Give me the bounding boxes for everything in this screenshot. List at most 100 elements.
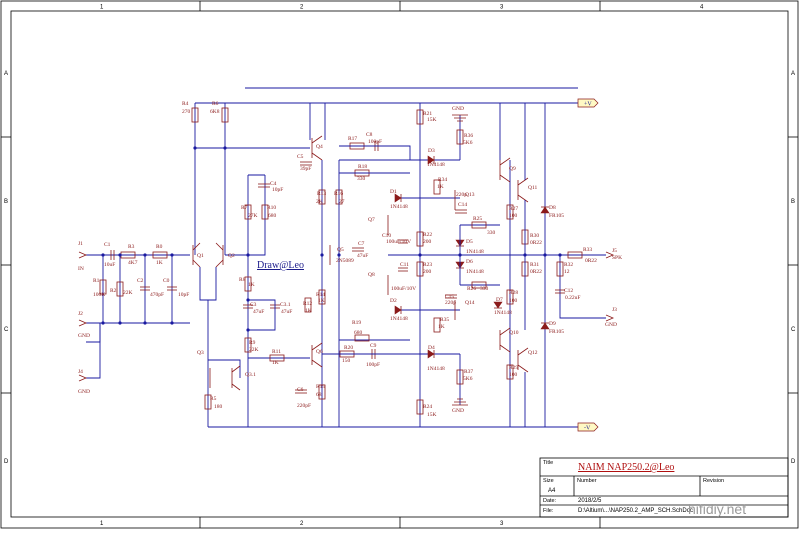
j5-label: SPK <box>612 255 622 261</box>
d4-value: 1N4148 <box>427 366 445 372</box>
r24-value: 15K <box>427 412 437 418</box>
c1-ref: C1 <box>104 242 111 248</box>
r37-ref: R37 <box>464 369 473 375</box>
r1-ref: R1 <box>93 278 100 284</box>
r14-ref: R14 <box>316 292 325 298</box>
r4-body <box>191 107 199 123</box>
title-block: Title NAIM NAP250.2@Leo Size A4 Number R… <box>539 457 789 518</box>
r8-body <box>244 276 252 292</box>
d9-ref: D9 <box>549 321 556 327</box>
current-source <box>204 354 310 410</box>
q12-ref: Q12 <box>528 350 538 356</box>
r12-value: 1K <box>305 308 312 314</box>
driver-bias <box>387 103 545 427</box>
r7-ref: R7 <box>241 205 248 211</box>
c11-ref: C11 <box>400 262 409 268</box>
c15-ref: C15 <box>445 294 454 300</box>
port-labels: J1 IN J2 GND J4 GND J3 GND J5 SPK GND GN… <box>78 106 622 414</box>
r36-body <box>456 129 464 145</box>
d5-value: 1N4148 <box>466 249 484 255</box>
r28-ref: R28 <box>509 290 518 296</box>
r23-body <box>416 261 424 277</box>
r1-body <box>99 279 107 295</box>
r36-value: 5K6 <box>463 140 473 146</box>
c31-ref: C3.1 <box>280 302 291 308</box>
r32-value: 12 <box>564 269 570 275</box>
grid-col-2-bottom: 2 <box>300 521 304 527</box>
feedback-network <box>243 174 280 427</box>
q13-ref: Q13 <box>465 192 475 198</box>
r23-value: 200 <box>423 269 432 275</box>
j3-ref: J3 <box>612 307 617 313</box>
r31-ref: R31 <box>530 262 539 268</box>
r8-ref: R8 <box>239 277 246 283</box>
r35-ref: R35 <box>440 317 449 323</box>
d3-value: 1N4148 <box>427 162 445 168</box>
r7-body <box>244 204 252 220</box>
r26-value: 330 <box>480 286 489 292</box>
r0-body <box>152 251 168 259</box>
r23-ref: R23 <box>423 262 432 268</box>
c1-value: 10uF <box>104 262 115 268</box>
r14-value: 1K <box>318 298 325 304</box>
r33-body <box>567 251 583 259</box>
r5-value: 180 <box>214 404 223 410</box>
c5-value: 39pF <box>300 166 311 172</box>
diff-pair <box>191 103 310 427</box>
grid-col-4-top: 4 <box>700 5 704 11</box>
grid-row-b-right: B <box>791 199 795 205</box>
r3-value: 4K7 <box>128 260 138 266</box>
r24-body <box>416 399 424 415</box>
r12-ref: R12 <box>303 301 312 307</box>
c31-value: 47uF <box>281 309 292 315</box>
number-label: Number <box>577 478 597 484</box>
r34-ref: R34 <box>438 177 447 183</box>
d4-ref: D4 <box>428 345 435 351</box>
d7-symbol <box>493 301 503 309</box>
q14-ref: Q14 <box>465 300 475 306</box>
r9-value: 22K <box>249 347 259 353</box>
c3-value: 47uF <box>253 309 264 315</box>
c10-value: 100uF/10V <box>386 239 411 245</box>
q4-ref: Q4 <box>316 144 323 150</box>
r29-value: 100 <box>509 372 518 378</box>
r4-value: 270 <box>182 109 191 115</box>
r18-ref: R18 <box>358 164 367 170</box>
gnd-top-symbol <box>452 114 468 122</box>
c12-ref: C12 <box>564 288 573 294</box>
r12-body <box>304 297 312 313</box>
d9-value: FR105 <box>549 329 564 335</box>
r32-ref: R32 <box>564 262 573 268</box>
r22-ref: R22 <box>423 232 432 238</box>
r31-value: 0R22 <box>530 269 542 275</box>
q2-ref: Q2 <box>228 253 235 259</box>
watermark: hifidiy.net <box>688 501 746 517</box>
d6-ref: D6 <box>466 259 473 265</box>
gnd-top-label: GND <box>452 106 464 112</box>
d8-ref: D8 <box>549 205 556 211</box>
r20-ref: R20 <box>344 345 353 351</box>
positive-rail-port <box>577 98 599 108</box>
r34-value: 1K <box>437 184 444 190</box>
r33-ref: R33 <box>583 247 592 253</box>
r17-ref: R17 <box>348 136 357 142</box>
q5-ref: Q5 <box>337 247 344 253</box>
r30-value: 0R22 <box>530 240 542 246</box>
r20-value: 150 <box>342 358 351 364</box>
date-label: Date: <box>543 498 557 504</box>
r11-value: 1K <box>272 360 279 366</box>
q9-ref: Q9 <box>509 166 516 172</box>
c0-ref: C0 <box>163 278 170 284</box>
c4-ref: C4 <box>270 181 277 187</box>
r8-value: 1K <box>248 282 255 288</box>
r35-value: 1K <box>438 324 445 330</box>
d1-value: 1N4148 <box>390 204 408 210</box>
tail-wire <box>199 267 217 301</box>
j2-ref: J2 <box>78 311 83 317</box>
j3-label: GND <box>605 322 617 328</box>
d1-symbol <box>394 193 402 203</box>
r17-value: 150 <box>0 0 9 2</box>
